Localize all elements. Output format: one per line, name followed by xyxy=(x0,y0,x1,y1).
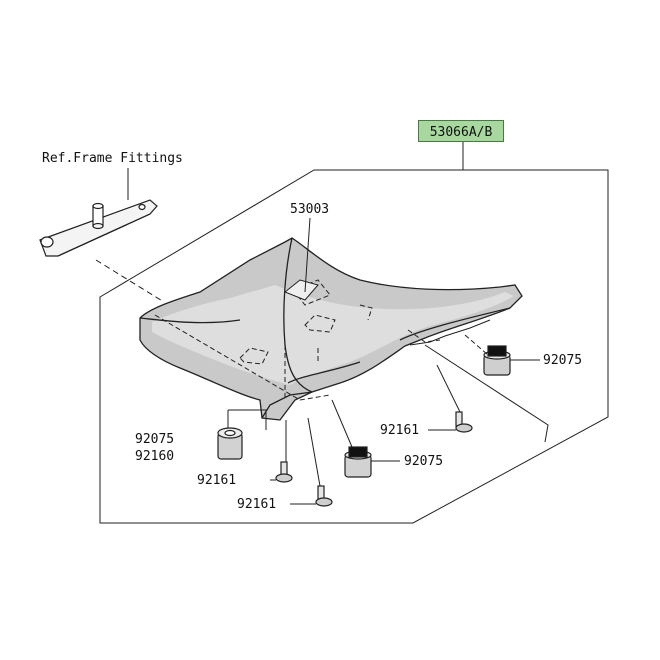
screw-left xyxy=(275,461,293,483)
leader-53003 xyxy=(304,217,311,293)
damper-mid xyxy=(344,446,372,478)
frame-fitting-bracket xyxy=(39,199,158,257)
label-92075-mid: 92075 xyxy=(404,454,444,469)
damper-right xyxy=(483,345,511,376)
label-92075-left: 92075 xyxy=(135,432,175,447)
label-92160-left: 92160 xyxy=(135,449,175,464)
assembly-boundary xyxy=(99,169,609,524)
label-92075-right: 92075 xyxy=(543,353,583,368)
label-92161-mid: 92161 xyxy=(380,423,420,438)
label-92161-left: 92161 xyxy=(197,473,237,488)
label-53003: 53003 xyxy=(290,202,330,217)
label-53003-part xyxy=(284,279,319,301)
label-ref-frame-fittings: Ref.Frame Fittings xyxy=(42,151,183,166)
screw-bottom xyxy=(315,485,333,507)
screw-mid xyxy=(455,411,473,433)
label-92161-bottom: 92161 xyxy=(237,497,277,512)
assembly-part-number[interactable]: 53066A/B xyxy=(418,120,504,142)
damper-left xyxy=(217,427,243,460)
assembly-part-number-text: 53066A/B xyxy=(429,125,493,140)
